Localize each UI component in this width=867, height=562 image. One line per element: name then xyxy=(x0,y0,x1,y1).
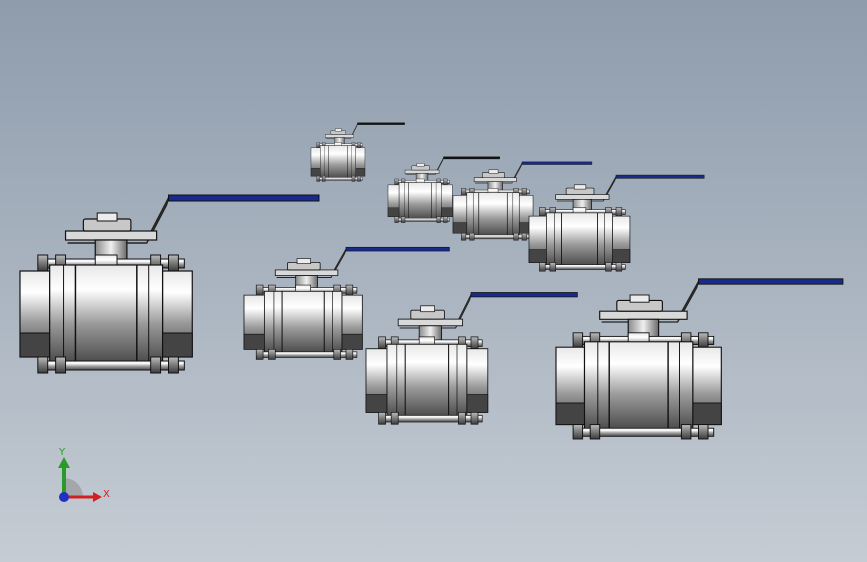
z-axis-icon xyxy=(59,492,69,502)
valve-tiny[interactable] xyxy=(310,122,405,182)
valve-small-medium[interactable] xyxy=(452,161,593,241)
valve-small[interactable] xyxy=(387,156,500,223)
valve-medium-top[interactable] xyxy=(528,174,705,272)
valve-xlarge-left[interactable] xyxy=(19,194,320,374)
y-arrow-icon xyxy=(58,457,70,468)
valve-medium-left[interactable] xyxy=(243,246,450,360)
x-arrow-icon xyxy=(93,492,102,502)
x-axis-label: X xyxy=(103,489,110,500)
coordinate-triad: Y X xyxy=(58,447,110,502)
valve-large-center[interactable] xyxy=(365,292,578,425)
valve-large-right[interactable] xyxy=(555,278,844,440)
y-axis-label: Y xyxy=(58,447,66,458)
